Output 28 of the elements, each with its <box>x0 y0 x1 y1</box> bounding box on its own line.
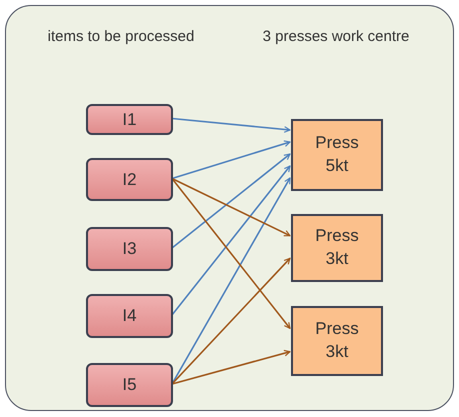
arrow <box>172 140 291 180</box>
column-heading: items to be processed <box>46 28 196 46</box>
arrow <box>172 350 291 385</box>
press-label: Press 5kt <box>314 132 360 177</box>
panel-background <box>5 5 454 411</box>
item-label: I2 <box>122 170 137 190</box>
arrow <box>172 153 291 249</box>
item-box <box>86 227 173 271</box>
arrow <box>171 258 291 385</box>
arrow <box>171 178 291 329</box>
column-heading: 3 presses work centre <box>262 28 410 46</box>
arrow <box>172 118 291 133</box>
item-label: I3 <box>122 239 137 259</box>
press-box <box>291 214 383 282</box>
item-box <box>86 158 173 201</box>
item-label: I5 <box>122 375 137 395</box>
arrow <box>171 177 291 384</box>
item-box <box>86 363 173 407</box>
item-box <box>86 294 173 338</box>
press-label: Press 3kt <box>314 318 360 363</box>
item-label: I4 <box>122 306 137 326</box>
arrow <box>171 165 291 316</box>
press-box <box>291 119 383 191</box>
press-label: Press 3kt <box>314 225 360 270</box>
item-label: I1 <box>122 110 137 130</box>
press-box <box>291 306 383 376</box>
item-box <box>86 104 173 135</box>
arrow <box>172 178 291 236</box>
